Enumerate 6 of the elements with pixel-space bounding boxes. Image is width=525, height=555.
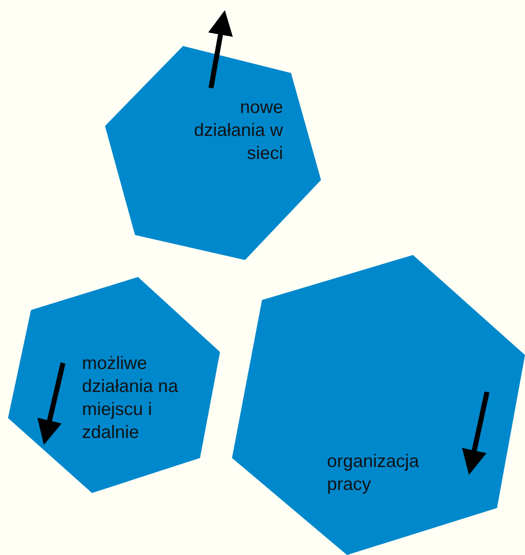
hexagon	[8, 277, 220, 493]
hexagon-label: nowe działania w sieci	[192, 96, 283, 165]
hexagon-label: możliwe działania na miejscu i zdalnie	[82, 352, 180, 444]
hexagon-label: organizacja pracy	[327, 450, 420, 496]
hexagon	[105, 46, 321, 260]
hexagon	[232, 255, 525, 555]
